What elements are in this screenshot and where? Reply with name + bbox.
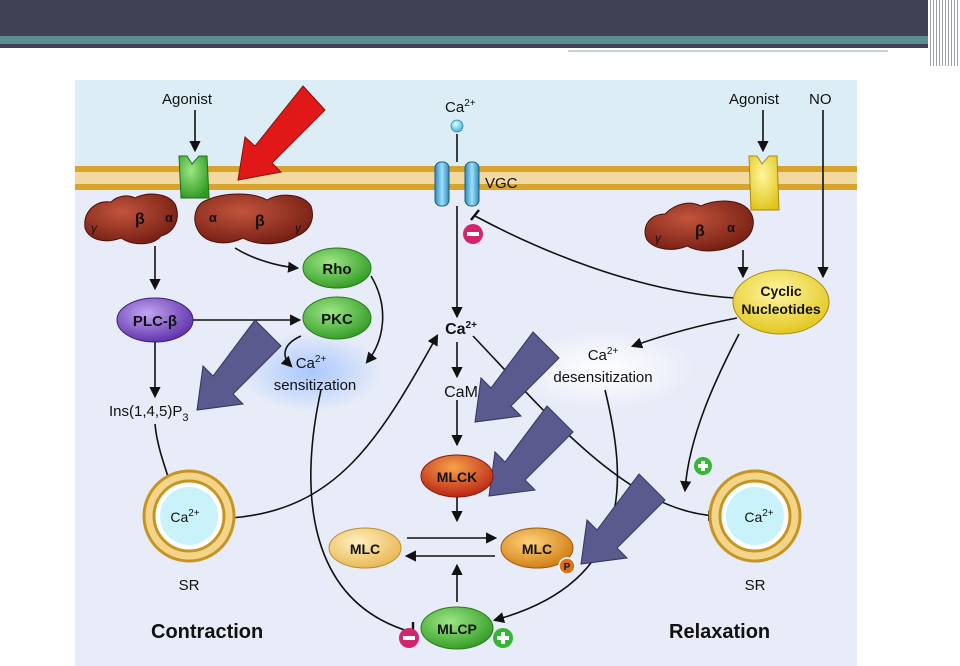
inhibit-line-sensitization-mlcp (310, 389, 412, 633)
arrow-cyclic-to-sr-right (680, 333, 740, 493)
vgc-label: VGC (485, 175, 518, 192)
svg-text:γ: γ (655, 231, 662, 245)
ca-center-label: Ca2+ (445, 320, 477, 338)
node-cyclic-nucleotides: Cyclic Nucleotides (732, 269, 830, 335)
arrow-rho-to-sensitization (365, 275, 384, 364)
block-arrow-1 (196, 319, 282, 411)
arrow-pkc-to-sensitization (280, 335, 302, 368)
node-mlc-unphosphorylated: MLC (328, 527, 402, 569)
g-protein-middle: α β γ (194, 193, 313, 245)
svg-text:γ: γ (91, 221, 98, 235)
node-mlc-phosphorylated: MLC P (500, 527, 576, 575)
svg-text:α: α (165, 210, 173, 225)
slide-edge-decoration (928, 0, 960, 66)
cam-label: CaM (444, 384, 478, 401)
svg-text:MLC: MLC (522, 541, 552, 557)
activate-badge-mlcp (493, 628, 513, 648)
svg-text:β: β (695, 223, 705, 240)
node-plc-beta: PLC-β (116, 297, 194, 343)
g-protein-left: γ β α (84, 193, 178, 245)
node-mlcp: MLCP (420, 606, 494, 650)
sr-left-label: SR (179, 577, 200, 594)
sr-right-label: SR (745, 577, 766, 594)
calcium-ion (450, 119, 464, 133)
sensitization-label: sensitization (274, 377, 357, 394)
desensitization-ca-label: Ca2+ (588, 346, 619, 364)
node-mlck: MLCK (420, 454, 494, 498)
svg-text:Ca2+: Ca2+ (170, 508, 199, 525)
highlight-arrow-red (237, 85, 326, 181)
node-pkc: PKC (302, 296, 372, 340)
svg-text:β: β (135, 211, 145, 228)
voltage-gated-channel (434, 161, 480, 207)
arrow-ca-center-to-sr-right (472, 335, 720, 522)
svg-text:MLCP: MLCP (437, 621, 477, 637)
block-arrow-4 (580, 473, 666, 565)
sr-left: Ca2+ (142, 469, 236, 563)
contraction-label: Contraction (151, 621, 263, 643)
svg-text:Ca2+: Ca2+ (744, 508, 773, 525)
desensitization-label: desensitization (553, 369, 652, 386)
slide-header-stripe (0, 36, 940, 44)
receptor-yellow (748, 155, 780, 211)
svg-text:Cyclic: Cyclic (760, 283, 801, 299)
svg-text:β: β (255, 213, 265, 230)
sr-right: Ca2+ (708, 469, 802, 563)
ca-extracellular-label: Ca2+ (445, 98, 476, 116)
extracellular-space (75, 80, 857, 166)
receptor-green (178, 155, 210, 199)
desensitization-glow (511, 330, 695, 410)
block-arrow-2 (474, 331, 560, 423)
arrow-sr-left-to-ca-center (230, 334, 439, 519)
arrow-cyclic-to-desensitization (630, 317, 738, 349)
node-rho: Rho (302, 247, 372, 289)
arrow-gprot-to-rho (234, 247, 300, 273)
svg-text:P: P (564, 562, 571, 573)
cytoplasm-region (75, 190, 857, 666)
no-label: NO (809, 91, 832, 108)
agonist-right-label: Agonist (729, 91, 780, 108)
ins-p3-label: Ins(1,4,5)P3 (109, 403, 189, 424)
inhibit-line-cyclic-vgc (474, 215, 736, 299)
agonist-left-label: Agonist (162, 91, 213, 108)
activate-badge-sr-right (694, 457, 712, 475)
relaxation-label: Relaxation (669, 621, 770, 643)
svg-text:PKC: PKC (321, 311, 353, 328)
svg-text:Nucleotides: Nucleotides (741, 301, 821, 317)
inhibit-badge-mlcp (399, 628, 419, 648)
inhibit-badge-vgc (463, 224, 483, 244)
block-arrow-3 (488, 405, 574, 497)
svg-text:MLC: MLC (350, 541, 380, 557)
slide-header-line (568, 50, 888, 52)
svg-text:α: α (209, 210, 217, 225)
inhibit-bar-vgc (470, 209, 480, 221)
svg-text:γ: γ (295, 221, 302, 235)
phosphate-badge (558, 557, 576, 575)
svg-text:Rho: Rho (322, 261, 351, 278)
svg-text:MLCK: MLCK (437, 469, 477, 485)
g-protein-right: γ β α (644, 200, 754, 252)
sensitization-ca-label: Ca2+ (296, 354, 327, 372)
svg-text:PLC-β: PLC-β (133, 313, 177, 330)
svg-text:α: α (727, 220, 735, 235)
smooth-muscle-signaling-diagram: Agonist Agonist NO Ca2+ γ β α α β γ γ β … (75, 80, 857, 666)
